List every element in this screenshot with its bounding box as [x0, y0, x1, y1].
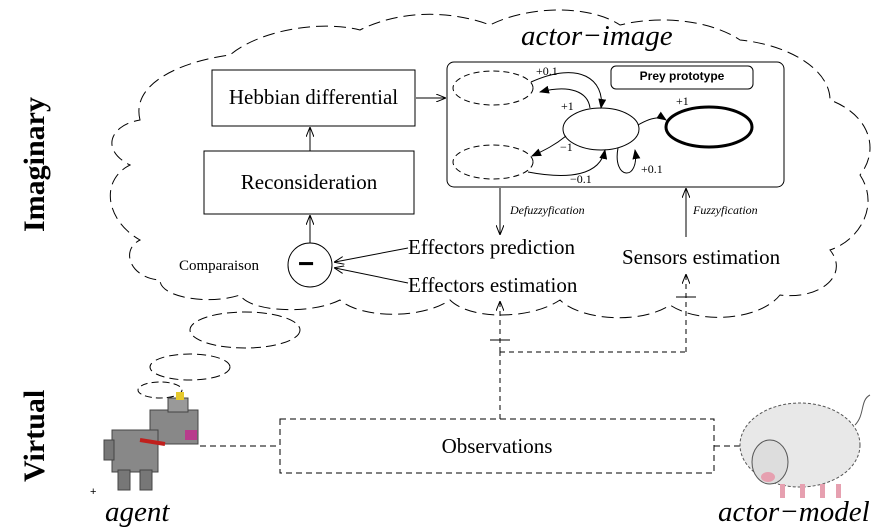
edge-top-to-center [530, 72, 607, 109]
arrow-prediction-to-comp [335, 247, 409, 262]
neuron-center [562, 107, 640, 151]
neuron-prey-output [664, 105, 754, 149]
hebbian-differential-label: Hebbian differential [228, 85, 399, 109]
weight-label: +0.1 [536, 64, 558, 78]
virtual-side-label: Virtual [18, 389, 51, 482]
prey-prototype-label: Prey prototype [639, 69, 725, 83]
weight-label: +0.1 [641, 162, 663, 176]
comparaison-label: Comparaison [179, 258, 259, 274]
imaginary-side-label: Imaginary [18, 97, 51, 232]
prey-prototype-box [610, 65, 754, 90]
edge-bottom-to-center [527, 149, 608, 177]
svg-text:+: + [90, 486, 96, 498]
neuron-top-dashed [452, 70, 534, 106]
observations-label: Observations [441, 434, 553, 458]
sensors-estimation-label: Sensors estimation [622, 245, 781, 269]
reconsideration-label: Reconsideration [240, 170, 378, 194]
thought-cloud [109, 9, 871, 319]
actor-image-title: actor−image [521, 20, 673, 52]
fuzzyfication-label: Fuzzyfication [693, 203, 758, 217]
thought-bubble-large [189, 311, 301, 349]
weight-label: −0.1 [570, 172, 592, 186]
arrow-estimation-to-comp [335, 268, 409, 284]
agent-label: agent [105, 496, 170, 528]
weight-label: +1 [561, 99, 574, 113]
comparison-circle [287, 242, 333, 288]
neuron-bottom-dashed [452, 144, 534, 180]
actor-model-label: actor−model [718, 496, 870, 528]
thought-bubble-small [137, 381, 183, 399]
weight-label: +1 [676, 94, 689, 108]
effectors-estimation-label: Effectors estimation [408, 273, 578, 297]
actor-model-sheep-icon [739, 394, 871, 498]
minus-sign: − [298, 248, 315, 279]
edge-center-to-top [539, 85, 591, 109]
edge-center-to-bottom [531, 135, 567, 157]
edge-center-to-prey [637, 111, 667, 126]
thought-bubble-medium [149, 353, 231, 381]
hebbian-differential-box [211, 69, 416, 127]
effectors-prediction-label: Effectors prediction [408, 235, 575, 259]
edge-center-self-loop [616, 147, 641, 174]
reconsideration-box [203, 150, 415, 215]
agent-dog-icon: + [90, 392, 199, 498]
weight-label: −1 [560, 140, 573, 154]
defuzzyfication-label: Defuzzyfication [510, 203, 585, 217]
